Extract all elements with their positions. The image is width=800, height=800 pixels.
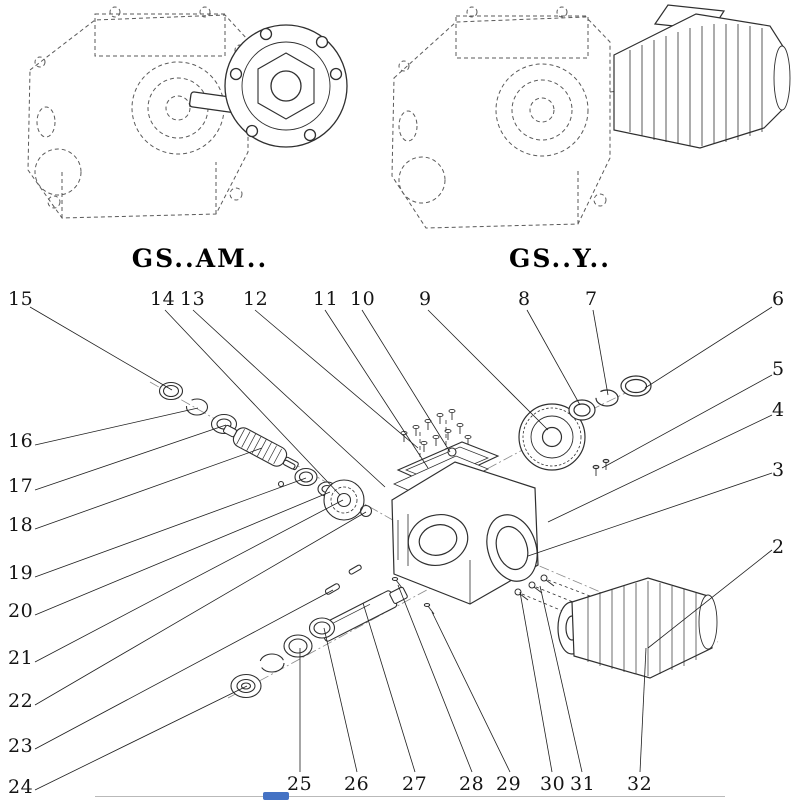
part-callout-32: 32	[627, 773, 653, 795]
cover-bolts	[400, 408, 472, 452]
part-callout-19: 19	[8, 562, 34, 584]
part-callout-4: 4	[772, 399, 785, 421]
motor-part	[557, 577, 718, 679]
leader-lines	[29, 306, 773, 791]
part-callout-15: 15	[8, 288, 34, 310]
gearbox-y-drawing	[391, 6, 641, 229]
part-callout-24: 24	[8, 776, 34, 798]
part-callout-21: 21	[8, 647, 34, 669]
part-callout-8: 8	[518, 288, 531, 310]
bottom-partial-table-border	[95, 796, 725, 797]
part-callout-6: 6	[772, 288, 785, 310]
part-callout-22: 22	[8, 690, 34, 712]
part-callout-3: 3	[772, 459, 785, 481]
output-shaft	[318, 586, 408, 642]
part-callout-27: 27	[402, 773, 428, 795]
flange-shaft-drawing	[189, 24, 348, 148]
motor-part-fins	[587, 581, 697, 676]
part-callout-14: 14	[150, 288, 176, 310]
gearbox-am-drawing	[27, 6, 249, 219]
motor-top-drawing	[613, 4, 791, 149]
part-callout-5: 5	[772, 358, 785, 380]
gear-and-rings	[518, 375, 652, 476]
variant-label-y: GS..Y..	[509, 244, 611, 273]
part-callout-25: 25	[287, 773, 313, 795]
part-callout-20: 20	[8, 600, 34, 622]
shaft-key	[282, 459, 296, 470]
part-callout-11: 11	[313, 288, 339, 310]
part-callout-26: 26	[344, 773, 370, 795]
bottom-partial-blue-cell	[263, 792, 289, 800]
motor-bolts	[514, 574, 591, 613]
part-callout-13: 13	[180, 288, 206, 310]
part-callout-12: 12	[243, 288, 269, 310]
worm-shaft-parts	[158, 381, 373, 521]
housing-part	[391, 461, 539, 605]
variant-label-am: GS..AM..	[131, 244, 269, 273]
part-callout-28: 28	[459, 773, 485, 795]
part-callout-16: 16	[8, 430, 34, 452]
part-callout-10: 10	[350, 288, 376, 310]
part-callout-23: 23	[8, 735, 34, 757]
part-callout-9: 9	[419, 288, 432, 310]
part-callout-7: 7	[585, 288, 598, 310]
part-callout-29: 29	[496, 773, 522, 795]
part-callout-17: 17	[8, 475, 34, 497]
motor-fins	[629, 24, 763, 146]
part-callout-30: 30	[540, 773, 566, 795]
output-shaft-parts	[230, 564, 435, 699]
part-callout-18: 18	[8, 514, 34, 536]
part-callout-2: 2	[772, 536, 785, 558]
part-callout-31: 31	[570, 773, 596, 795]
